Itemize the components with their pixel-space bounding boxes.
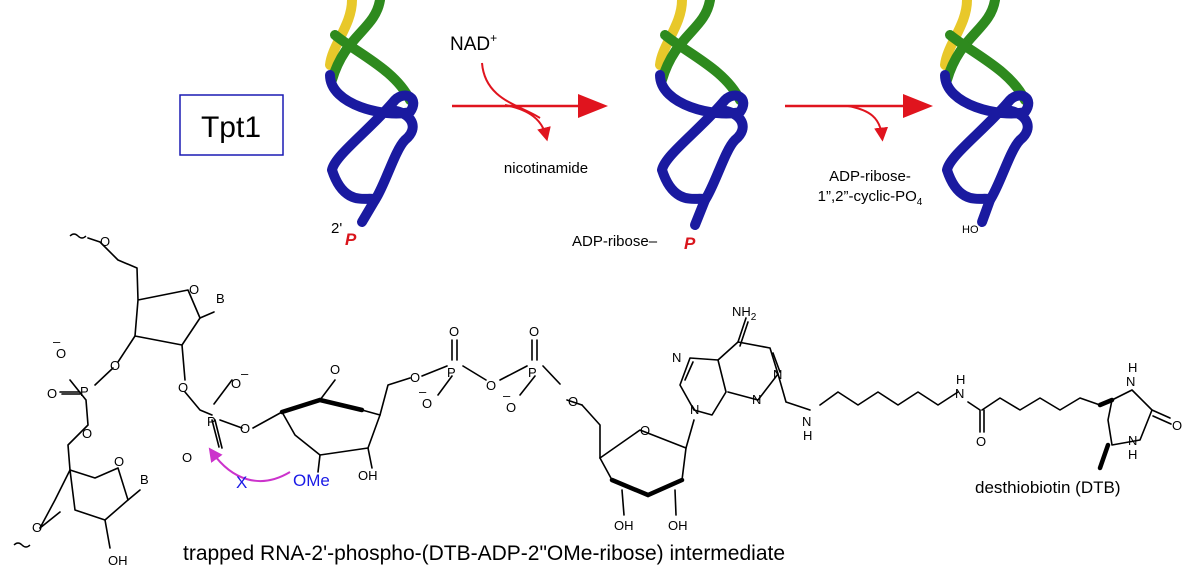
atom-p-alpha: P [447,365,456,380]
atom-o-ring-upper: O [189,282,199,297]
atom-b-lower: B [140,472,149,487]
rna-hairpin-adpr-intermediate [655,0,749,230]
atom-o5-lower: O [82,426,92,441]
atom-o-double-center: O [182,450,192,465]
ome-label: OMe [293,471,330,490]
atom-o2-upper: O [178,380,188,395]
byproduct-nicotinamide: nicotinamide [504,160,588,177]
ome-ribose [252,377,411,473]
reaction-arrow-2 [785,94,933,142]
chemical-structure: O B O O P O O O – B O O OH O P O – O O [13,233,1182,568]
atom-oh-lower: OH [108,553,128,568]
rna-lower-ribose [13,467,141,549]
two-prime-label: 2' [331,220,342,237]
byproduct-adpr-cyclic-line1: ADP-ribose- [829,168,911,185]
rna-hairpin-product [940,0,1034,227]
charge-alpha: – [419,384,427,399]
adpr-phosphate: P [684,234,696,253]
atom-o3-lower: O [32,520,42,535]
two-prime-phosphate: P [345,230,357,249]
atom-o5-adenosine: O [568,394,578,409]
rna-hairpin-substrate [325,0,419,227]
atom-o-minus-left: O [56,346,66,361]
hydroxyl-label: HO [962,224,979,236]
charge-left: – [53,334,61,349]
atom-o3-upper: O [110,358,120,373]
atom-b-upper: B [216,291,225,306]
intermediate-caption: trapped RNA-2'-phospho-(DTB-ADP-2"OMe-ri… [183,542,785,565]
atom-o-minus-center: O [231,376,241,391]
atom-o-minus-alpha: O [422,396,432,411]
atom-n7: N [672,350,681,365]
dtb-label: desthiobiotin (DTB) [975,478,1121,497]
adpr-label: ADP-ribose– [572,233,658,250]
enzyme-label: Tpt1 [201,111,261,144]
atom-o-ring-ome: O [330,362,340,377]
atom-o-double-left: O [47,386,57,401]
atom-h-linker-1: H [803,428,812,443]
reaction-arrow-1 [452,62,608,142]
adenosine-ribose [581,404,695,516]
byproduct-adpr-cyclic-line2: 1”,2”-cyclic-PO4 [818,188,923,208]
rna-upper-ribose [69,233,215,381]
atom-o5-ome: O [410,370,420,385]
atom-o-ring-adenosine: O [640,423,650,438]
charge-center: – [241,366,249,381]
atom-o-double-alpha: O [449,324,459,339]
atom-o-dtb: O [1172,418,1182,433]
atom-n9: N [690,402,699,417]
atom-n3: N [752,392,761,407]
atom-n1: N [773,367,782,382]
enzyme-label-box [179,94,284,156]
atom-o-minus-beta: O [506,400,516,415]
desthiobiotin-ring [1097,389,1172,471]
atom-o-ring-lower: O [114,454,124,469]
atom-oh-ome-ribose: OH [358,468,378,483]
atom-h-dtb-2: H [1128,447,1137,462]
atom-h-dtb-1: H [1128,360,1137,375]
atom-nh-linker-2: N [955,386,964,401]
atom-o-bridge-pp: O [486,378,496,393]
atom-n-dtb-2: N [1128,433,1137,448]
blocked-mark: X [236,473,247,492]
atom-p-beta: P [528,365,537,380]
atom-p-center: P [207,414,216,429]
atom-oh-2-adenosine: OH [614,518,634,533]
atom-n-dtb-1: N [1126,374,1135,389]
atom-p-left: P [80,384,89,399]
atom-oh-3-adenosine: OH [668,518,688,533]
adenine-ring [679,317,811,416]
atom-o5-upper: O [100,234,110,249]
amine-label: NH2 [732,304,757,323]
charge-beta: – [503,388,511,403]
atom-o-amide: O [976,434,986,449]
atom-o-double-beta: O [529,324,539,339]
atom-h-linker-2: H [956,372,965,387]
cofactor-label: NAD+ [450,31,497,55]
atom-o-bridge-center: O [240,421,250,436]
atom-nh-linker-1: N [802,414,811,429]
